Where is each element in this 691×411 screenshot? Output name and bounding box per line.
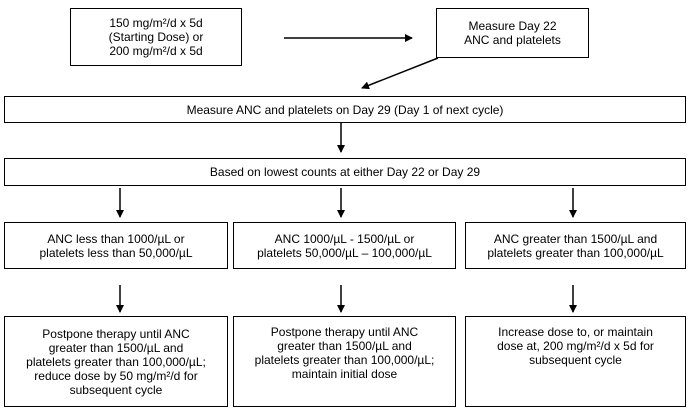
action-high-line: subsequent cycle [529,353,622,367]
action-low-line: subsequent cycle [69,382,163,397]
starting-dose-line: (Starting Dose) or [108,30,204,44]
lowest-counts-box: Based on lowest counts at either Day 22 … [4,158,686,186]
lowest-counts-line: Based on lowest counts at either Day 22 … [209,165,481,179]
action-high-line: dose at, 200 mg/m²/d x 5d for [497,339,654,353]
condition-high-box: ANC greater than 1500/µL and platelets g… [465,222,686,269]
action-high-box: Increase dose to, or maintain dose at, 2… [465,316,686,407]
action-low-line: reduce dose by 50 mg/m²/d for [34,368,198,383]
action-mid-line: maintain initial dose [291,367,398,381]
condition-high-line: platelets greater than 100,000/µL [487,245,664,260]
action-low-line: greater than 1500/µL and [48,340,184,355]
action-mid-box: Postpone therapy until ANC greater than … [233,316,456,407]
condition-low-box: ANC less than 1000/µL or platelets less … [4,222,228,269]
measure-day22-line: ANC and platelets [464,33,561,47]
arrow-day22-to-day29 [361,57,439,90]
action-mid-line: Postpone therapy until ANC [270,325,419,339]
action-mid-line: greater than 1500/µL and [277,339,412,353]
condition-high-line: ANC greater than 1500/µL and [493,231,658,246]
starting-dose-line: 200 mg/m²/d x 5d [109,44,203,58]
measure-day29-line: Measure ANC and platelets on Day 29 (Day… [186,102,504,117]
condition-low-line: ANC less than 1000/µL or [47,231,185,246]
action-high-line: Increase dose to, or maintain [498,325,653,339]
starting-dose-line: 150 mg/m²/d x 5d [109,16,203,30]
condition-mid-line: ANC 1000/µL - 1500/µL or [274,231,415,246]
measure-day29-box: Measure ANC and platelets on Day 29 (Day… [4,96,686,123]
measure-day22-box: Measure Day 22 ANC and platelets [436,8,589,58]
action-low-line: platelets greater than 100,000/µL; [26,354,206,369]
condition-mid-box: ANC 1000/µL - 1500/µL or platelets 50,00… [233,222,456,269]
condition-mid-line: platelets 50,000/µL – 100,000/µL [257,245,432,260]
condition-low-line: platelets less than 50,000/µL [39,245,193,260]
action-low-box: Postpone therapy until ANC greater than … [4,316,228,407]
action-low-line: Postpone therapy until ANC [42,326,190,341]
action-mid-line: platelets greater than 100,000/µL; [254,353,435,367]
measure-day22-line: Measure Day 22 [468,19,557,33]
starting-dose-box: 150 mg/m²/d x 5d (Starting Dose) or 200 … [70,8,242,66]
